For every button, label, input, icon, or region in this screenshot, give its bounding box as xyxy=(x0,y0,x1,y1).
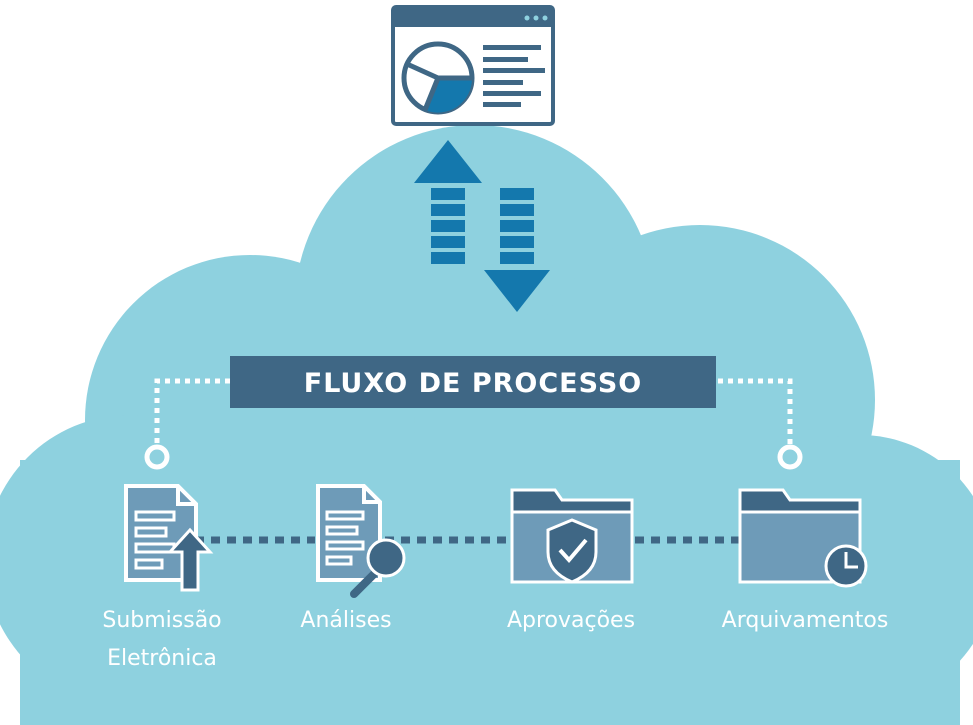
cloud-background xyxy=(0,125,973,725)
folder-clock-icon xyxy=(738,488,868,588)
step-label-analises: Análises xyxy=(300,608,391,633)
folder-shield-check-icon xyxy=(510,488,634,584)
document-search-icon xyxy=(316,484,406,598)
process-flow-banner xyxy=(230,356,716,408)
step-label-arquivamentos: Arquivamentos xyxy=(722,608,889,633)
document-upload-icon xyxy=(124,484,214,592)
upload-arrow-icon xyxy=(414,140,482,264)
banner-title: FLUXO DE PROCESSO xyxy=(304,368,643,399)
step-label-aprovacoes: Aprovações xyxy=(507,608,635,633)
connector-node-left xyxy=(144,444,170,470)
download-arrow-icon xyxy=(484,188,550,312)
step-label-submissao: Submissão xyxy=(102,608,221,633)
banner-connector-lines xyxy=(154,378,793,445)
step-label-eletronica: Eletrônica xyxy=(107,646,217,671)
connector-node-right xyxy=(777,444,803,470)
dashboard-pie-chart-icon xyxy=(391,5,555,126)
